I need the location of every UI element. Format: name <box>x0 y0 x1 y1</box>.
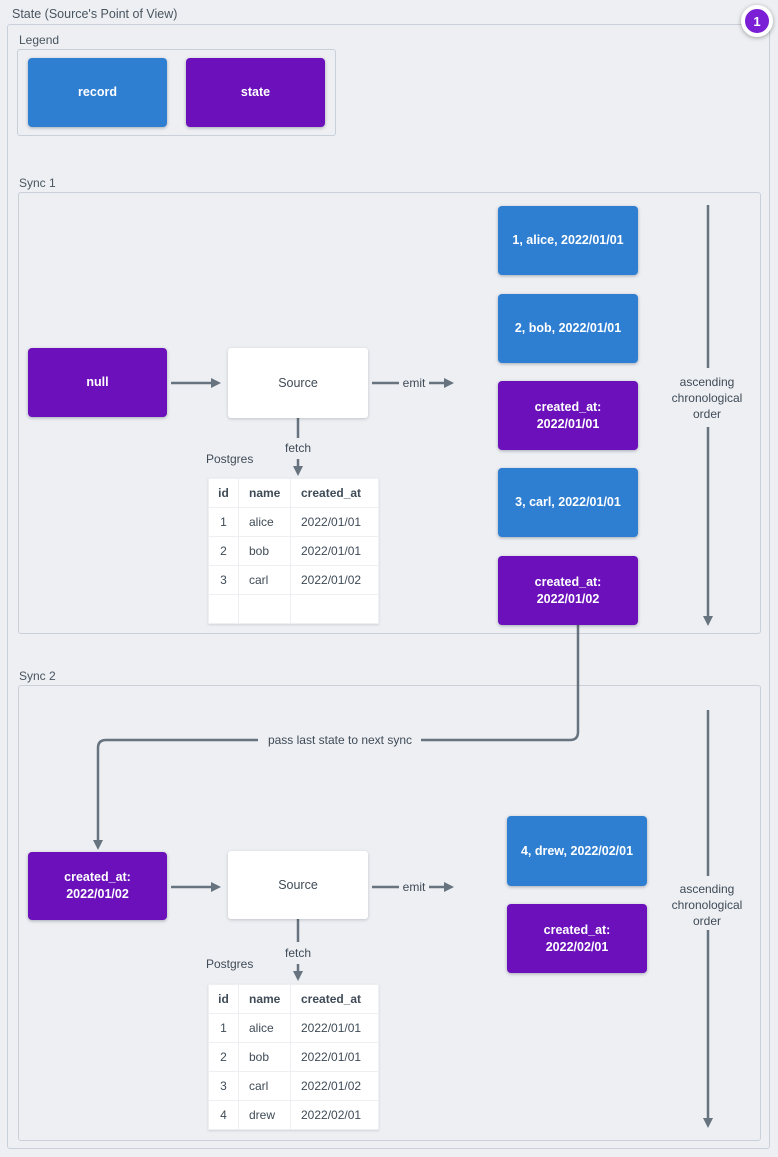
box-label-line: Source <box>278 376 318 390</box>
table-header-cell: name <box>239 985 290 1013</box>
table-header-cell: name <box>239 479 290 507</box>
table-header-cell: id <box>209 985 238 1013</box>
pass-state-note: pass last state to next sync <box>267 733 413 747</box>
table-cell: 2022/02/01 <box>291 1101 378 1129</box>
table-cell: 1 <box>209 1014 238 1042</box>
box-label-line: 2022/01/01 <box>536 416 600 431</box>
legend-label: Legend <box>19 33 60 47</box>
legend-state-swatch: state <box>186 58 325 127</box>
table-cell: carl <box>239 566 290 594</box>
box-label-line: created_at: <box>64 870 131 884</box>
table-cell: 2022/01/01 <box>291 508 378 536</box>
table-cell <box>239 595 290 623</box>
box-label-line: 4, drew, 2022/02/01 <box>520 843 634 858</box>
badge-number: 1 <box>753 13 761 29</box>
table-row <box>209 595 378 623</box>
table-cell: 2 <box>209 537 238 565</box>
sync1-fetch-label: fetch <box>284 441 311 455</box>
table-cell: 3 <box>209 566 238 594</box>
table-row: 2 bob 2022/01/01 <box>209 537 378 565</box>
table-cell: 2022/01/01 <box>291 537 378 565</box>
sync1-postgres-label: Postgres <box>206 452 254 466</box>
sync1-postgres-table: id name created_at 1 alice 2022/01/01 2 … <box>208 478 379 624</box>
sync2-source-box: Source <box>228 851 368 919</box>
table-cell: bob <box>239 1043 290 1071</box>
emitted-record-box: 4, drew, 2022/02/01 <box>507 816 647 886</box>
box-label-line: state <box>240 85 271 99</box>
sync1-source-box: Source <box>228 348 368 418</box>
sync2-emit-label: emit <box>402 880 426 894</box>
sync2-postgres-label: Postgres <box>206 957 254 971</box>
table-cell: 2 <box>209 1043 238 1071</box>
table-cell: 2022/01/01 <box>291 1043 378 1071</box>
numbered-badge[interactable]: 1 <box>741 5 773 37</box>
box-label-line: created_at: <box>534 399 602 414</box>
emitted-record-box: 3, carl, 2022/01/01 <box>498 468 638 537</box>
table-row: 3 carl 2022/01/02 <box>209 1072 378 1100</box>
sync2-label: Sync 2 <box>19 669 56 683</box>
table-cell: 2022/01/02 <box>291 1072 378 1100</box>
emitted-state-box: created_at: 2022/01/02 <box>498 556 638 625</box>
box-label-line: 2022/02/01 <box>545 939 609 954</box>
diagram-container <box>7 24 770 1149</box>
sync1-panel <box>18 192 761 634</box>
box-label-line: Source <box>278 878 318 892</box>
sync1-order-note: ascending chronological order <box>671 375 743 421</box>
table-row: 4 drew 2022/02/01 <box>209 1101 378 1129</box>
table-row: 1 alice 2022/01/01 <box>209 508 378 536</box>
emitted-state-box: created_at: 2022/02/01 <box>507 904 647 973</box>
table-cell: drew <box>239 1101 290 1129</box>
sync2-input-state-box: created_at: 2022/01/02 <box>28 852 167 920</box>
box-label-line: 3, carl, 2022/01/01 <box>515 495 621 509</box>
table-cell: alice <box>239 508 290 536</box>
box-label-line: created_at: <box>543 922 611 937</box>
table-cell <box>291 595 378 623</box>
sync2-fetch-label: fetch <box>284 946 311 960</box>
emitted-record-box: 1, alice, 2022/01/01 <box>498 206 638 275</box>
table-row: 2 bob 2022/01/01 <box>209 1043 378 1071</box>
table-cell: 1 <box>209 508 238 536</box>
box-label-line: 2022/01/02 <box>66 887 129 901</box>
sync1-input-state-box: null <box>28 348 167 417</box>
table-cell: bob <box>239 537 290 565</box>
box-label-line: 2, bob, 2022/01/01 <box>514 321 622 335</box>
table-cell: 2022/01/02 <box>291 566 378 594</box>
sync1-label: Sync 1 <box>19 176 56 190</box>
table-header-cell: id <box>209 479 238 507</box>
box-label-line: null <box>86 375 109 389</box>
table-cell <box>209 595 238 623</box>
emitted-record-box: 2, bob, 2022/01/01 <box>498 294 638 363</box>
table-cell: alice <box>239 1014 290 1042</box>
box-label-line: record <box>78 85 117 99</box>
sync2-panel <box>18 685 761 1141</box>
table-row: 1 alice 2022/01/01 <box>209 1014 378 1042</box>
page-title: State (Source's Point of View) <box>12 7 178 21</box>
legend-panel <box>17 49 336 136</box>
table-header-cell: created_at <box>291 985 378 1013</box>
table-cell: carl <box>239 1072 290 1100</box>
table-cell: 4 <box>209 1101 238 1129</box>
emitted-state-box: created_at: 2022/01/01 <box>498 381 638 450</box>
table-header-cell: created_at <box>291 479 378 507</box>
box-label-line: 2022/01/02 <box>536 591 600 606</box>
box-label-line: 1, alice, 2022/01/01 <box>512 233 624 247</box>
box-label-line: created_at: <box>534 574 602 589</box>
table-cell: 3 <box>209 1072 238 1100</box>
legend-record-swatch: record <box>28 58 167 127</box>
sync2-postgres-table: id name created_at 1 alice 2022/01/01 2 … <box>208 984 379 1130</box>
table-cell: 2022/01/01 <box>291 1014 378 1042</box>
table-row: 3 carl 2022/01/02 <box>209 566 378 594</box>
sync2-order-note: ascending chronological order <box>671 882 743 928</box>
sync1-emit-label: emit <box>402 376 426 390</box>
